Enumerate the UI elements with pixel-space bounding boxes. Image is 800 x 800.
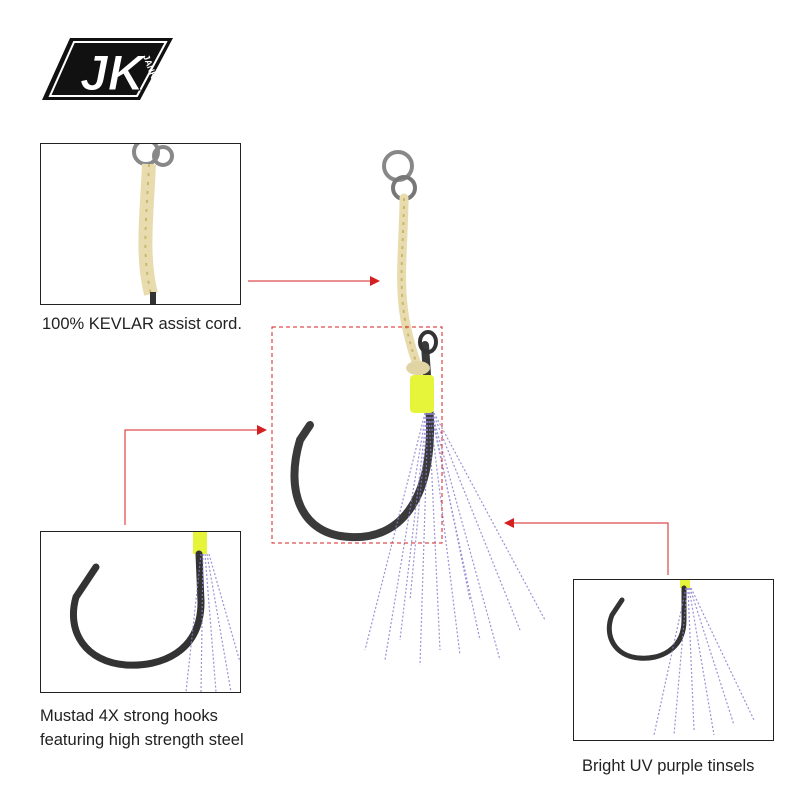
tinsel-detail-image [573,579,774,741]
tinsel-skirt [364,412,546,666]
callout-arrows [124,276,669,575]
svg-text:JK: JK [80,45,148,101]
hook-caption-line1: Mustad 4X strong hooks [40,707,218,725]
kevlar-cord-detail-image [40,143,241,305]
hook-detail-image [40,531,241,693]
hook-eye [418,330,438,354]
hook-focus-box [271,326,443,544]
cord-knot [406,361,430,375]
hook-caption-line2: featuring high strength steel [40,731,244,749]
brand-logo: JK JANKER [42,38,173,102]
tinsel-caption: Bright UV purple tinsels [582,757,755,775]
hook [290,341,435,542]
kevlar-cord-caption: 100% KEVLAR assist cord. [42,315,242,333]
thread-wrap [410,375,434,413]
